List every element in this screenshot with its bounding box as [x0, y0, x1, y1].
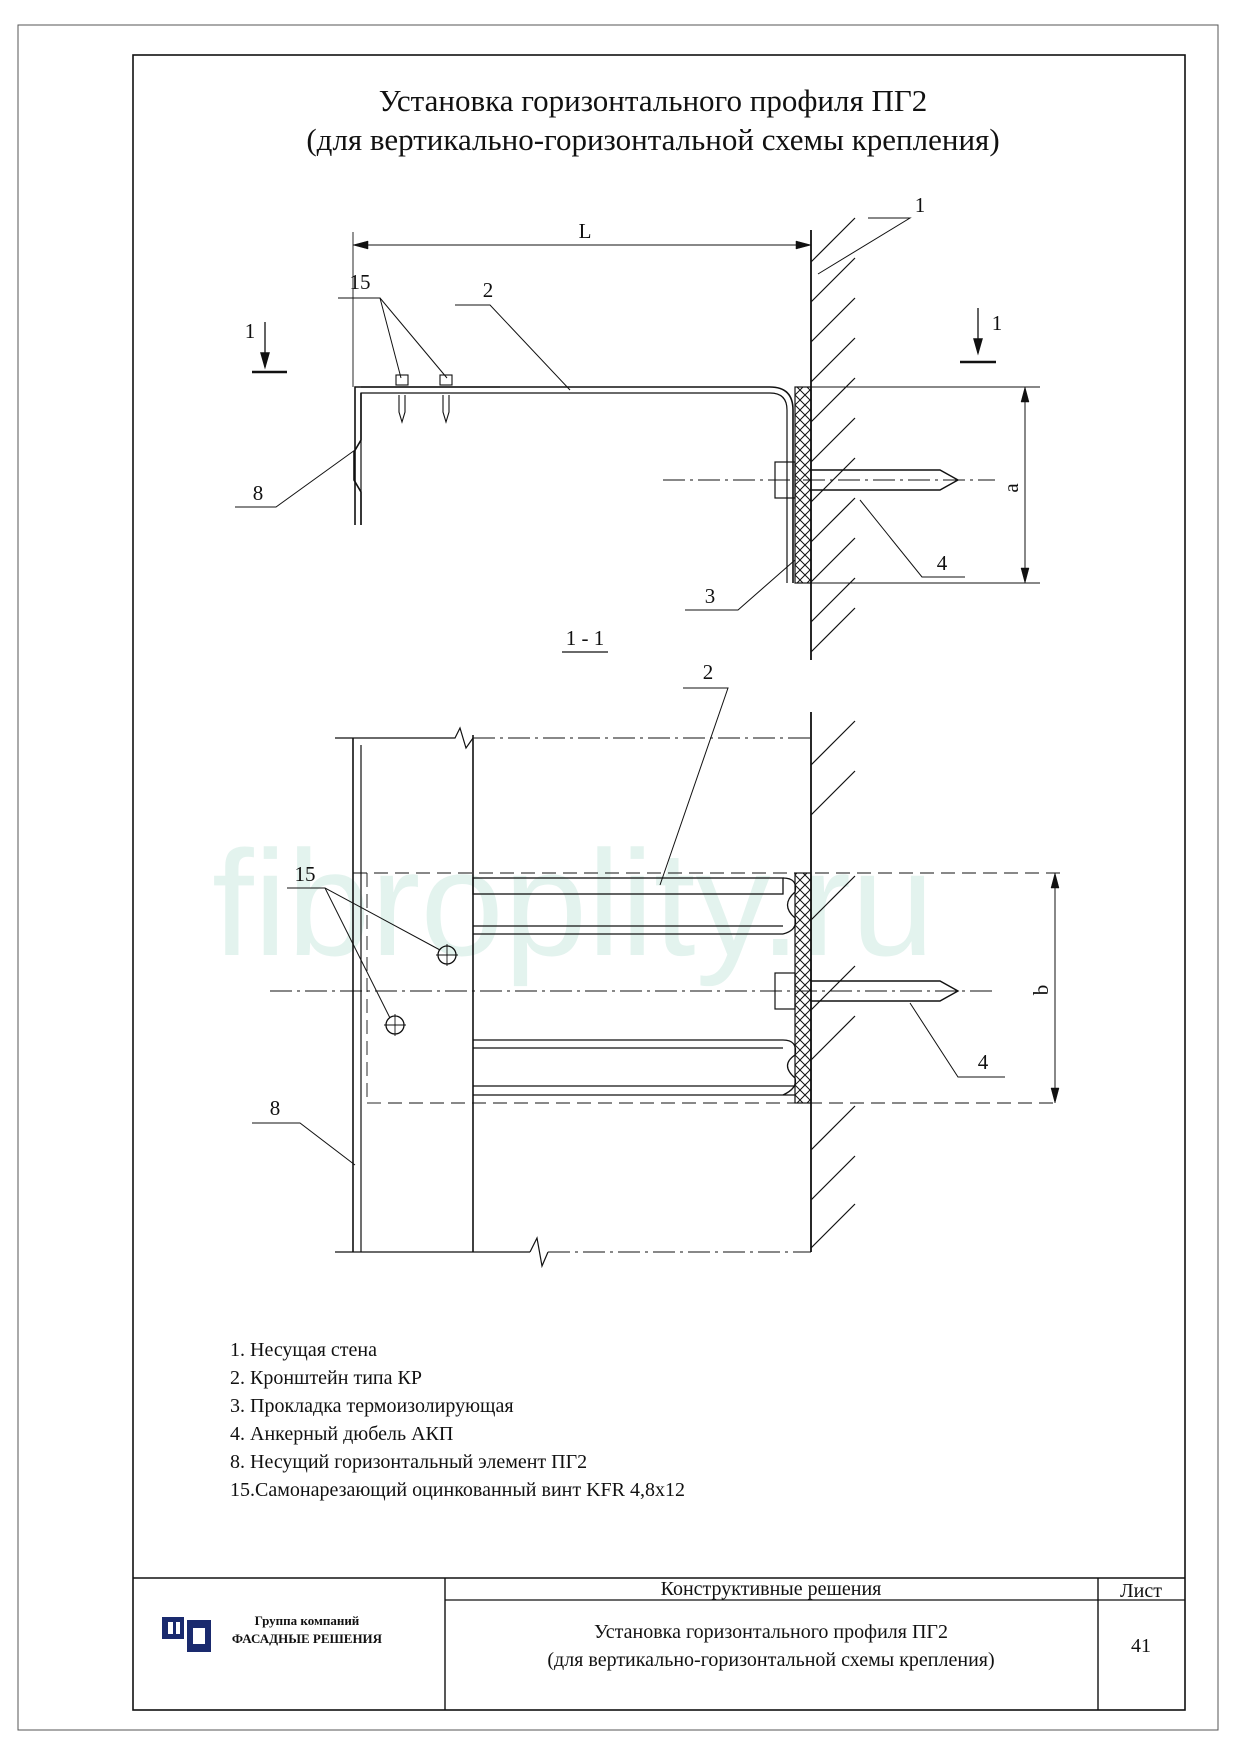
drawing-title-line1: Установка горизонтального профиля ПГ2: [379, 83, 928, 118]
screw-pair: [395, 374, 453, 424]
bracket-inner: [360, 392, 788, 583]
callout-3: 3: [705, 584, 716, 608]
drawing-title-line2: (для вертикально-горизонтальной схемы кр…: [306, 122, 999, 157]
leader-15a: [338, 297, 402, 379]
leader-2-section: [659, 687, 729, 886]
leader-15-section-b: [324, 887, 391, 1019]
dim-a-label: a: [999, 483, 1023, 493]
section-mark-right: 1: [992, 311, 1003, 335]
outer-border: [17, 24, 1219, 1731]
leader-15b: [379, 297, 448, 379]
elevation-view: [235, 217, 1040, 660]
section-label: 1 - 1: [566, 626, 605, 650]
callout-8: 8: [253, 481, 264, 505]
callout-2-section: 2: [703, 660, 714, 684]
leader-3: [685, 559, 796, 611]
legend: 1. Несущая стена 2. Кронштейн типа КР 3.…: [230, 1339, 685, 1501]
legend-item: 1. Несущая стена: [230, 1339, 377, 1361]
horizontal-profile: [353, 393, 362, 525]
watermark: fibroplity.ru: [212, 819, 934, 987]
company-line1: Группа компаний: [255, 1613, 360, 1628]
wall-hatching: [810, 217, 856, 653]
company-logo: [162, 1617, 211, 1652]
leader-8-section: [252, 1122, 356, 1166]
legend-item: 4. Анкерный дюбель АКП: [230, 1423, 453, 1445]
section-view: [252, 687, 1060, 1269]
leader-1: [817, 217, 912, 275]
legend-item: 15.Самонарезающий оцинкованный винт KFR …: [230, 1479, 685, 1501]
leader-4: [859, 499, 965, 578]
sheet-number: 41: [1131, 1635, 1151, 1657]
wall-hatching-section: [810, 720, 856, 1249]
legend-item: 8. Несущий горизонтальный элемент ПГ2: [230, 1451, 587, 1473]
bracket-rib-top: [472, 877, 784, 895]
anchor-dowel-section: [811, 980, 960, 1002]
thermal-pad-section: [794, 872, 812, 1104]
title-block-drawing-line1: Установка горизонтального профиля ПГ2: [594, 1621, 948, 1643]
callout-2: 2: [483, 278, 494, 302]
leader-8: [235, 449, 356, 508]
title-block: [133, 1577, 1185, 1710]
callout-1: 1: [915, 193, 926, 217]
section-mark-left: 1: [245, 319, 256, 343]
leader-4-section: [909, 1002, 1005, 1078]
dim-L-label: L: [579, 219, 592, 243]
legend-item: 2. Кронштейн типа КР: [230, 1367, 422, 1389]
title-block-drawing-line2: (для вертикально-горизонтальной схемы кр…: [547, 1649, 994, 1671]
company-line2: ФАСАДНЫЕ РЕШЕНИЯ: [232, 1631, 383, 1646]
drawing-frame: [132, 54, 1186, 1711]
title-block-category: Конструктивные решения: [661, 1578, 882, 1600]
dim-b-label: b: [1029, 985, 1053, 996]
callout-4-section: 4: [978, 1050, 989, 1074]
thermal-pad: [794, 386, 812, 584]
callout-4: 4: [937, 551, 948, 575]
leader-2: [455, 304, 571, 391]
sheet-label: Лист: [1120, 1580, 1162, 1602]
legend-item: 3. Прокладка термоизолирующая: [230, 1395, 514, 1417]
bracket: [354, 386, 794, 583]
callout-15: 15: [350, 270, 371, 294]
callout-15-section: 15: [295, 862, 316, 886]
callout-8-section: 8: [270, 1096, 281, 1120]
